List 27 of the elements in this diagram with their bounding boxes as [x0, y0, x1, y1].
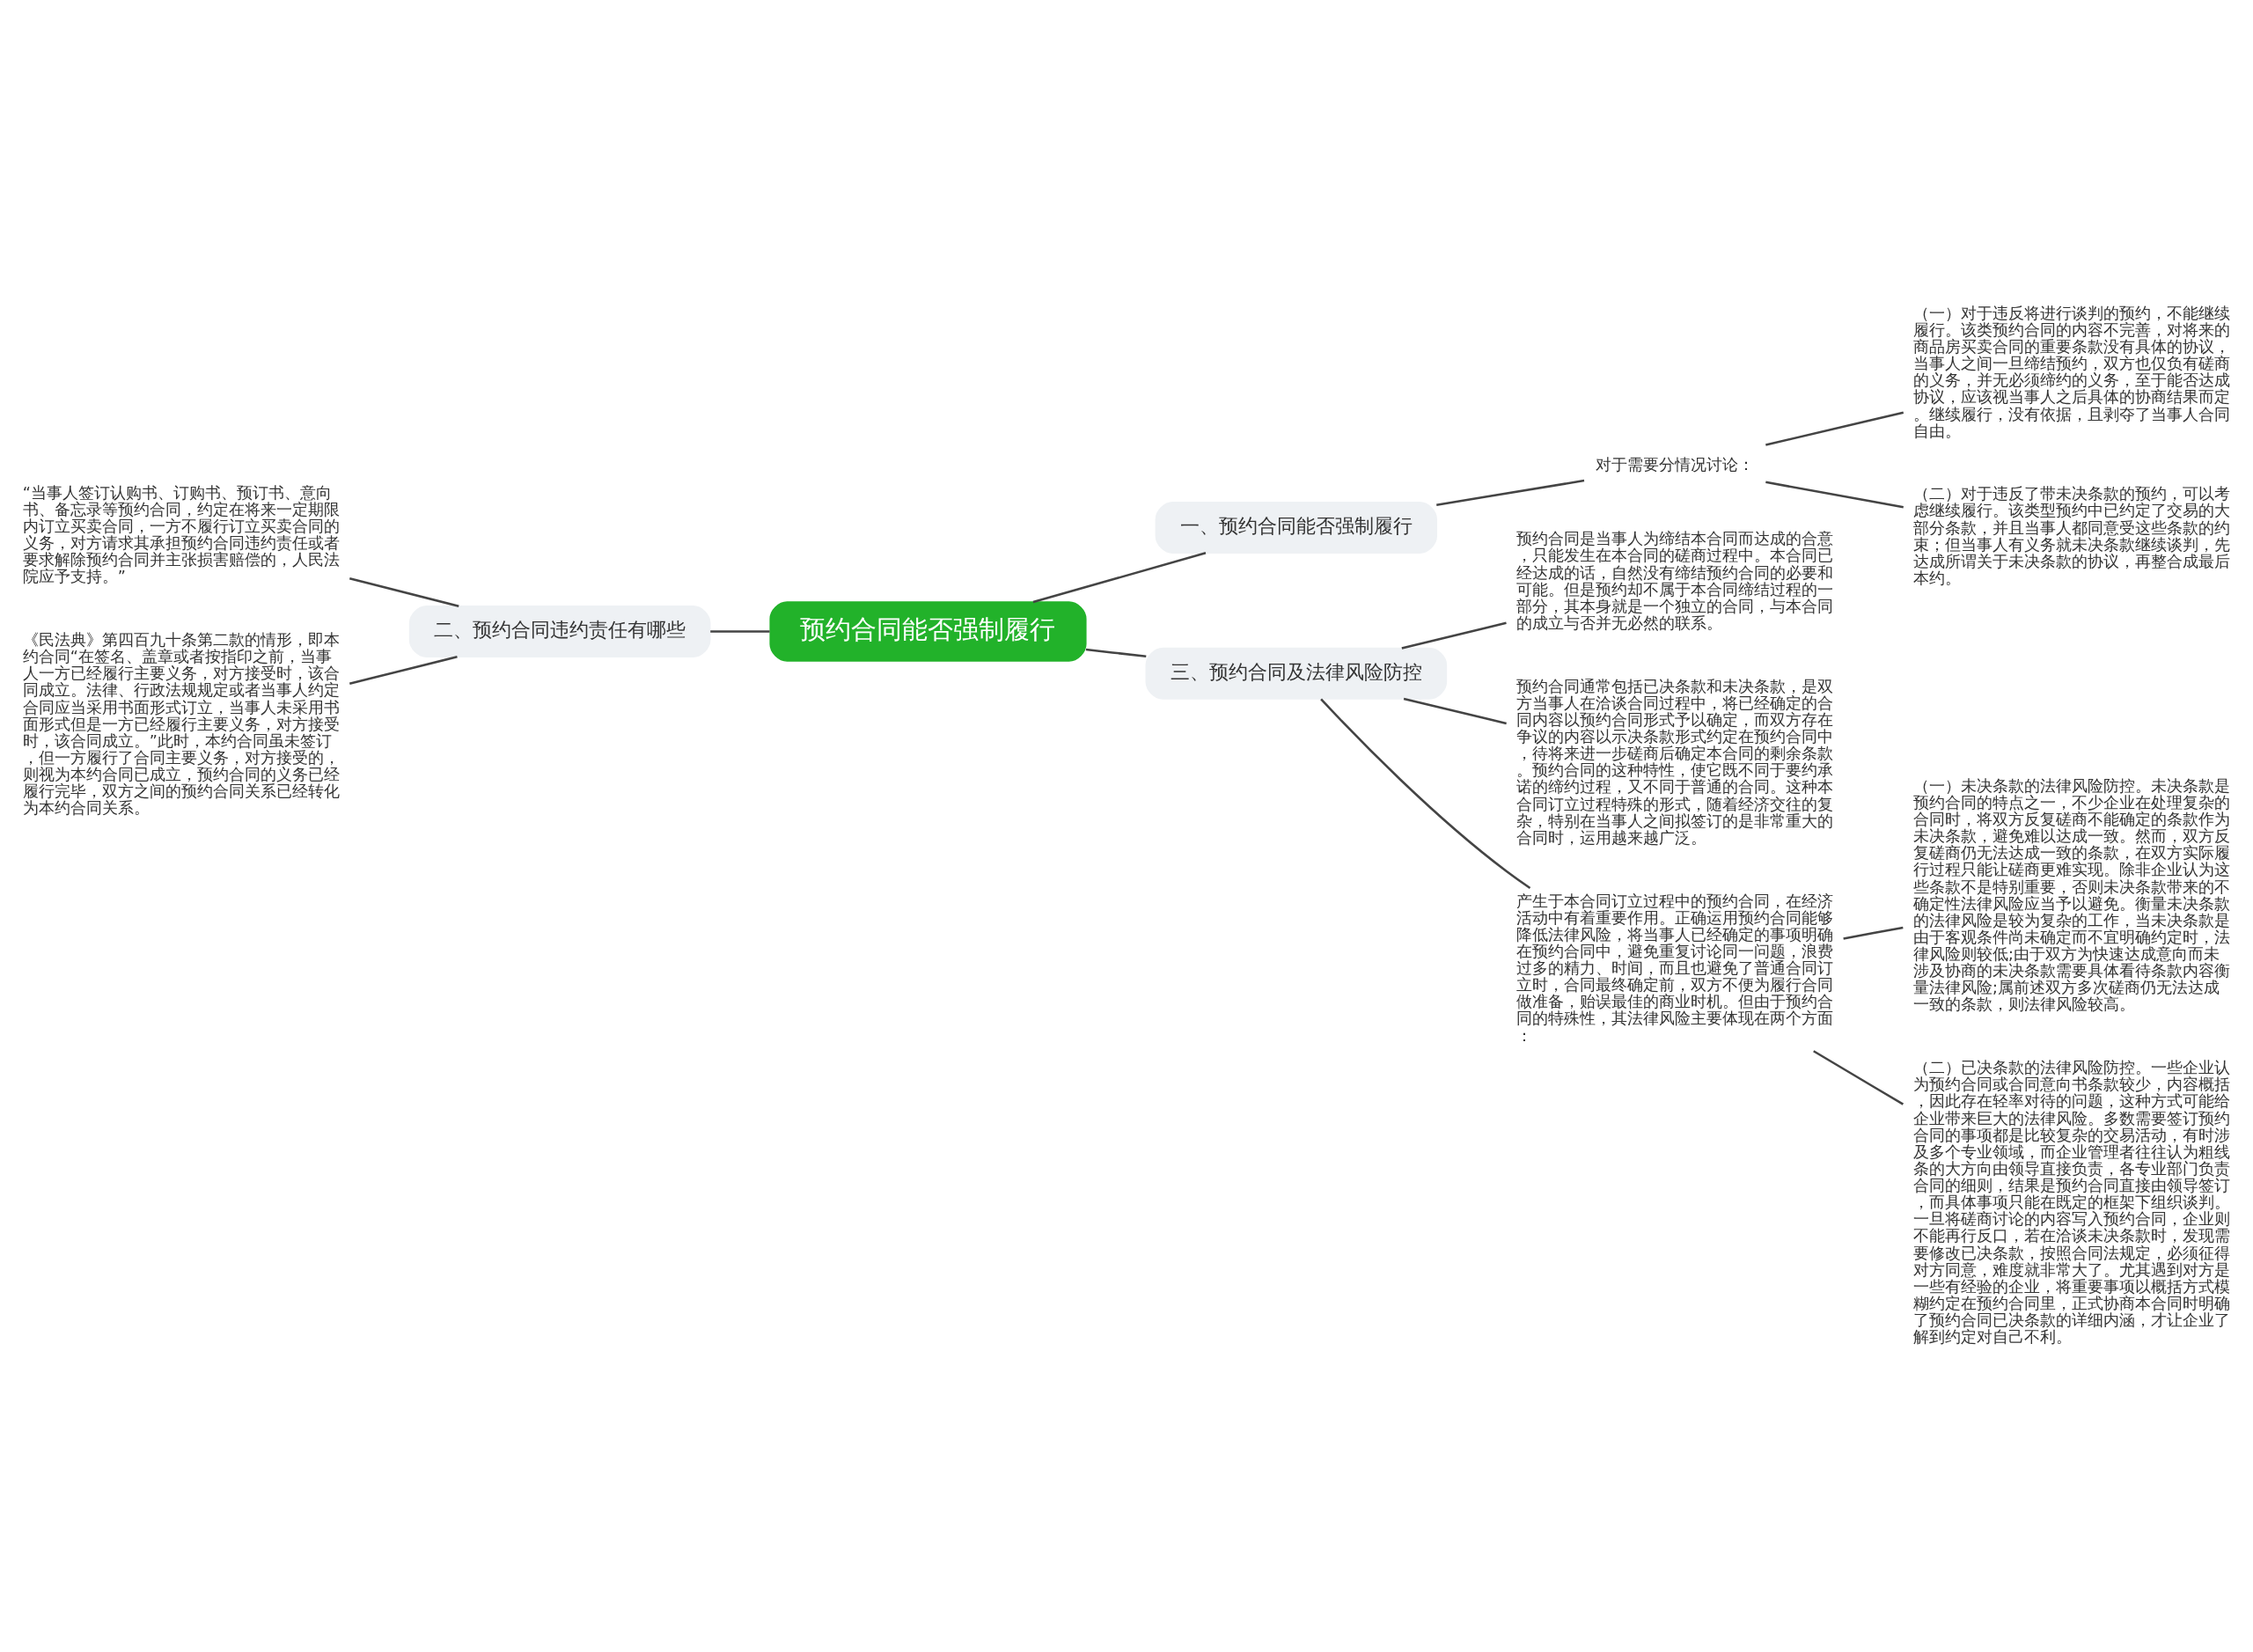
connector [349, 655, 458, 685]
connector [1403, 697, 1507, 724]
connector [1032, 551, 1207, 603]
node-text: （一）未决条款的法律风险防控。未决条款是预约合同的特点之一，不少企业在处理复杂的合同时，将双方反复磋商不能确定的条款作为未决条款，避免难以达成一致。然而，双方反复磋商仍无法达成一致的条款，在双方实际履行过程只能让磋商更难实现。除非企业认为这些条款不是特别重要，否则未决条款带来的不确定性法律风险应当予以避免。衡量未决条款的法律风险是较为复杂的工作，当未决条款是由于客观条件尚未确定而不宜明确约定时，法律风险则较低;由于双方为快速达成意向而未涉及协商的未决条款需要具体看待条款内容衡量法律风险;属前述双方多次磋商仍无法达成一致的条款，则法律风险较高。 [1913, 776, 2231, 1013]
connector [1813, 1049, 1904, 1105]
connector [1085, 648, 1147, 657]
connector [1436, 479, 1585, 506]
node-text: 预约合同通常包括已决条款和未决条款，是双方当事人在洽谈合同过程中，将已经确定的合同内容以预约合同形式予以确定，而双方存在争议的内容以示决条款形式约定在预约合同中，待将来进一步磋商后确定本合同的剩余条款。预约合同的这种特性，使它既不同于要约承诺的缔约过程，又不同于普通的合同。这种本合同订立过程特殊的形式，随着经济交往的复杂，特别在当事人之间拟签订的是非常重大的合同时，运用越来越广泛。 [1516, 677, 1834, 847]
node-box: 预约合同能否强制履行 [769, 600, 1087, 662]
node-box: 三、预约合同及法律风险防控 [1145, 647, 1448, 700]
connector [1320, 698, 1531, 889]
node-text: “当事人签订认购书、订购书、预订书、意向书、备忘录等预约合同，约定在将来一定期限内订立买卖合同，一方不履行订立买卖合同的义务，对方请求其承担预约合同违约责任或者要求解除预约合同并主张损害赔偿的，人民法院应予支持。” [22, 483, 340, 585]
connector [1765, 481, 1904, 509]
connector [1843, 926, 1904, 940]
node-text: （二）已决条款的法律风险防控。一些企业认为预约合同或合同意向书条款较少，内容概括，因此存在轻率对待的问题，这种方式可能给企业带来巨大的法律风险。多数需要签订预约合同的事项都是比较复杂的交易活动，有时涉及多个专业领域，而企业管理者往往认为粗线条的大方向由领导直接负责，各专业部门负责合同的细则，结果是预约合同直接由领导签订，而具体事项只能在既定的框架下组织谈判。一旦将磋商讨论的内容写入预约合同，企业则不能再行反口，若在洽谈未决条款时，发现需要修改已决条款，按照合同法规定，必须征得对方同意，难度就非常大了。尤其遇到对方是一些有经验的企业，将重要事项以概括方式模糊约定在预约合同里，正式协商本合同时明确了预约合同已决条款的详细内涵，才让企业了解到约定对自己不利。 [1913, 1058, 2231, 1346]
node-text: 产生于本合同订立过程中的预约合同，在经济活动中有着重要作用。正确运用预约合同能够降低法律风险，将当事人已经确定的事项明确在预约合同中，避免重复讨论同一问题，浪费过多的精力、时间，而且也避免了普通合同订立时，合同最终确定前，双方不便为履行合同做准备，贻误最佳的商业时机。但由于预约合同的特殊性，其法律风险主要体现在两个方面： [1516, 892, 1834, 1045]
connector [1401, 621, 1507, 650]
connector [349, 576, 459, 607]
node-text: 预约合同是当事人为缔结本合同而达成的合意，只能发生在本合同的磋商过程中。本合同已经达成的话，自然没有缔结预约合同的必要和可能。但是预约却不属于本合同缔结过程的一部分，其本身就是一个独立的合同，与本合同的成立与否并无必然的联系。 [1516, 529, 1834, 632]
node-text: 《民法典》第四百九十条第二款的情形，即本约合同“在签名、盖章或者按指印之前，当事人一方已经履行主要义务，对方接受时，该合同成立。法律、行政法规规定或者当事人约定合同应当采用书面形式订立，当事人未采用书面形式但是一方已经履行主要义务，对方接受时，该合同成立。”此时，本约合同虽未签订，但一方履行了合同主要义务，对方接受的，则视为本约合同已成立，预约合同的义务已经履行完毕，双方之间的预约合同关系已经转化为本约合同关系。 [22, 630, 340, 817]
node-text: （二）对于违反了带未决条款的预约，可以考虑继续履行。该类型预约中已约定了交易的大部分条款，并且当事人都同意受这些条款的约束；但当事人有义务就未决条款继续谈判，先达成所谓关于未决条款的协议，再整合成最后本约。 [1913, 484, 2231, 587]
node-box: 二、预约合同违约责任有哪些 [408, 605, 711, 657]
node-text: 对于需要分情况讨论： [1596, 455, 1755, 474]
node-text: （一）对于违反将进行谈判的预约，不能继续履行。该类预约合同的内容不完善，对将来的商品房买卖合同的重要条款没有具体的协议，当事人之间一旦缔结预约，双方也仅负有磋商的义务，并无必须缔约的义务，至于能否达成协议，应该视当事人之后具体的协商结果而定。继续履行，没有依据，且剥夺了当事人合同自由。 [1913, 304, 2231, 440]
connector [710, 629, 770, 633]
connector [1765, 411, 1904, 446]
node-box: 一、预约合同能否强制履行 [1155, 501, 1437, 554]
